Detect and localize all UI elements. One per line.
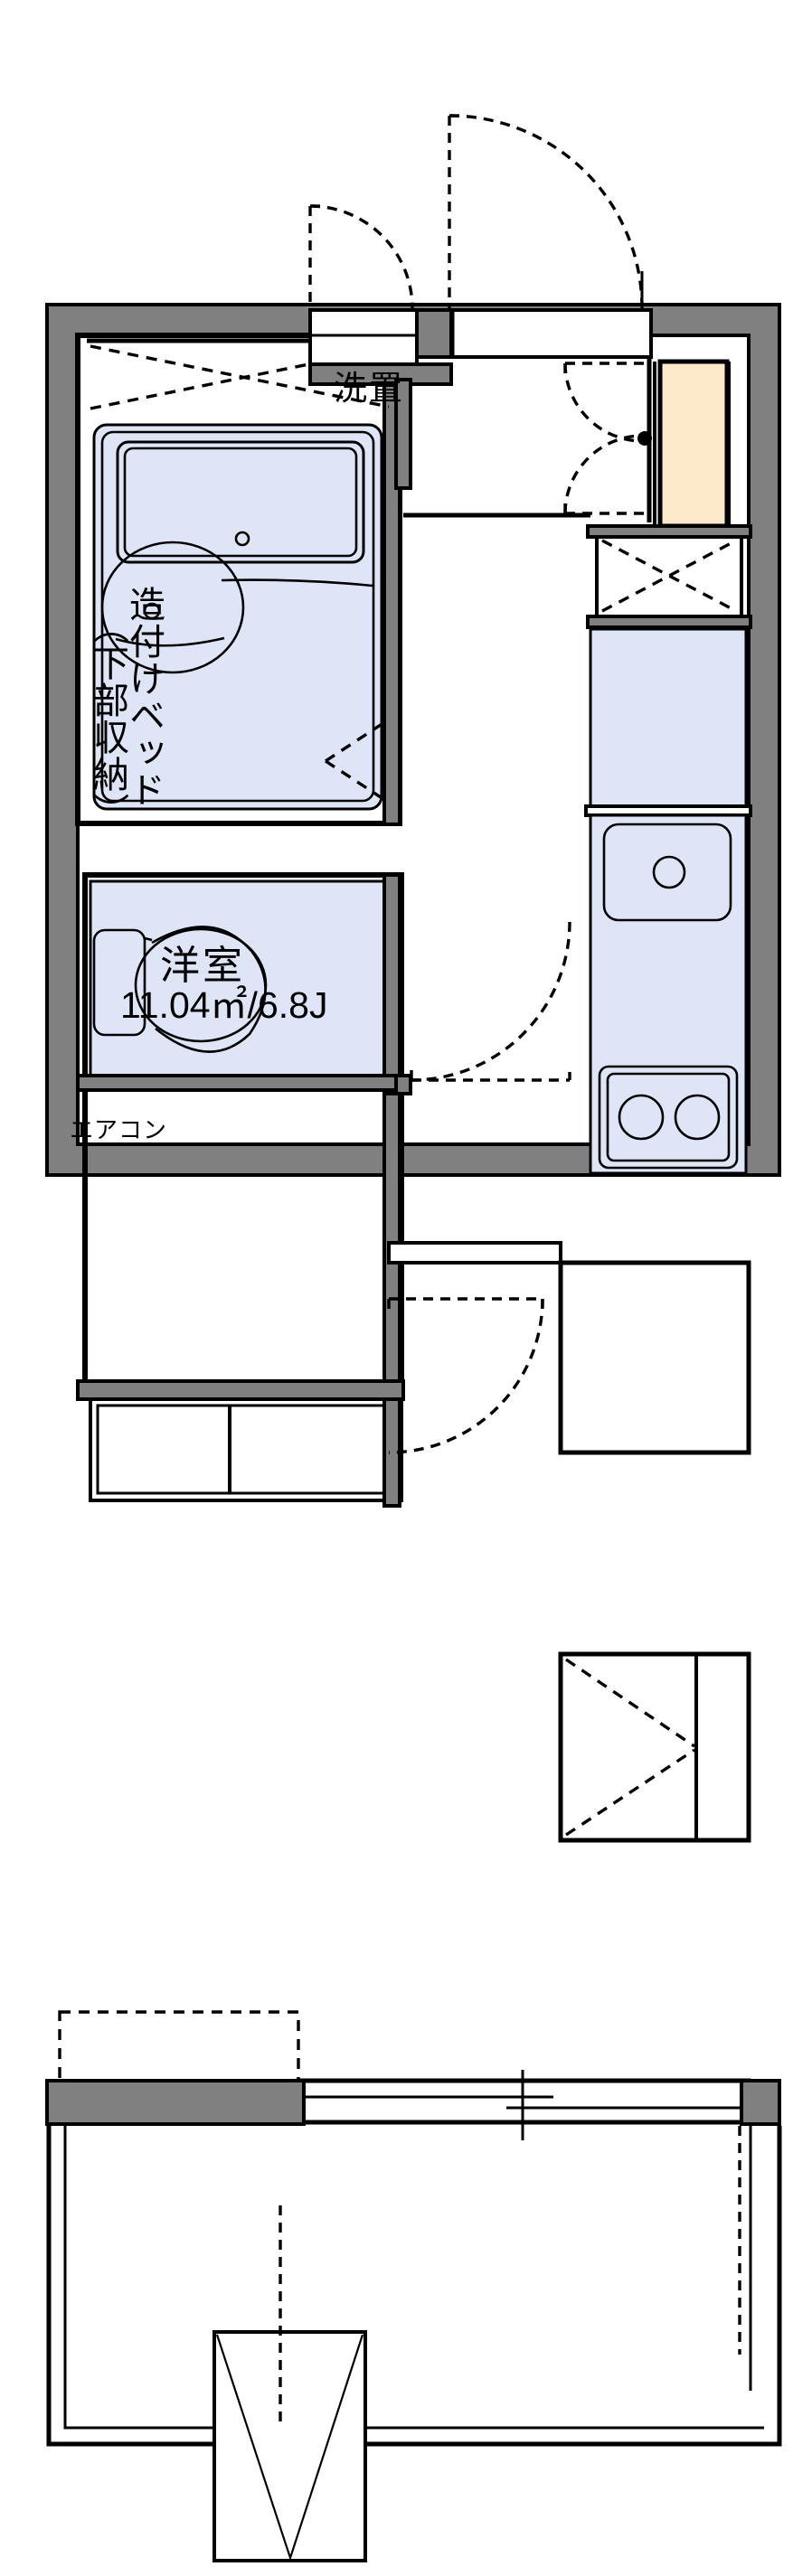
- aircon-label: エアコン: [70, 1116, 168, 1143]
- under-bed-storage[interactable]: [89, 1390, 403, 1508]
- overhead-storage[interactable]: [586, 524, 752, 629]
- room-toilet: [82, 872, 571, 1091]
- room-area-label: 11.04㎡/6.8J: [120, 984, 328, 1026]
- room-door[interactable]: [387, 1297, 544, 1454]
- room-doorway-opening: [387, 1241, 562, 1264]
- wall-details: [394, 1074, 412, 1095]
- balcony: [46, 2126, 782, 2562]
- toilet-door[interactable]: [410, 921, 571, 1082]
- room-unit-bath: [75, 333, 402, 826]
- builtin-bed-label: 造付けベッド: [124, 586, 164, 808]
- washer-space: [584, 627, 752, 817]
- shoe-cabinet[interactable]: [653, 359, 731, 529]
- aircon-box: [58, 2010, 300, 2083]
- hallway-partitions: [394, 378, 590, 518]
- meter-door[interactable]: [308, 204, 453, 386]
- room-name-label: 洋室: [160, 944, 245, 988]
- kitchen-counter: [589, 813, 748, 1175]
- shoe-closet-door[interactable]: [563, 358, 652, 522]
- room-closet[interactable]: [558, 1651, 751, 1843]
- balcony-window[interactable]: [296, 2070, 751, 2140]
- room-western: [558, 1651, 751, 1843]
- washer-space-label: 洗置: [334, 370, 404, 407]
- entrance-door[interactable]: [448, 114, 644, 309]
- closet[interactable]: [558, 1260, 751, 1455]
- builtin-bed-storage-label: （下部収納）: [88, 607, 127, 830]
- bath-door[interactable]: [325, 721, 384, 801]
- balcony-drain: [212, 2205, 367, 2562]
- area-entrance: [449, 308, 653, 359]
